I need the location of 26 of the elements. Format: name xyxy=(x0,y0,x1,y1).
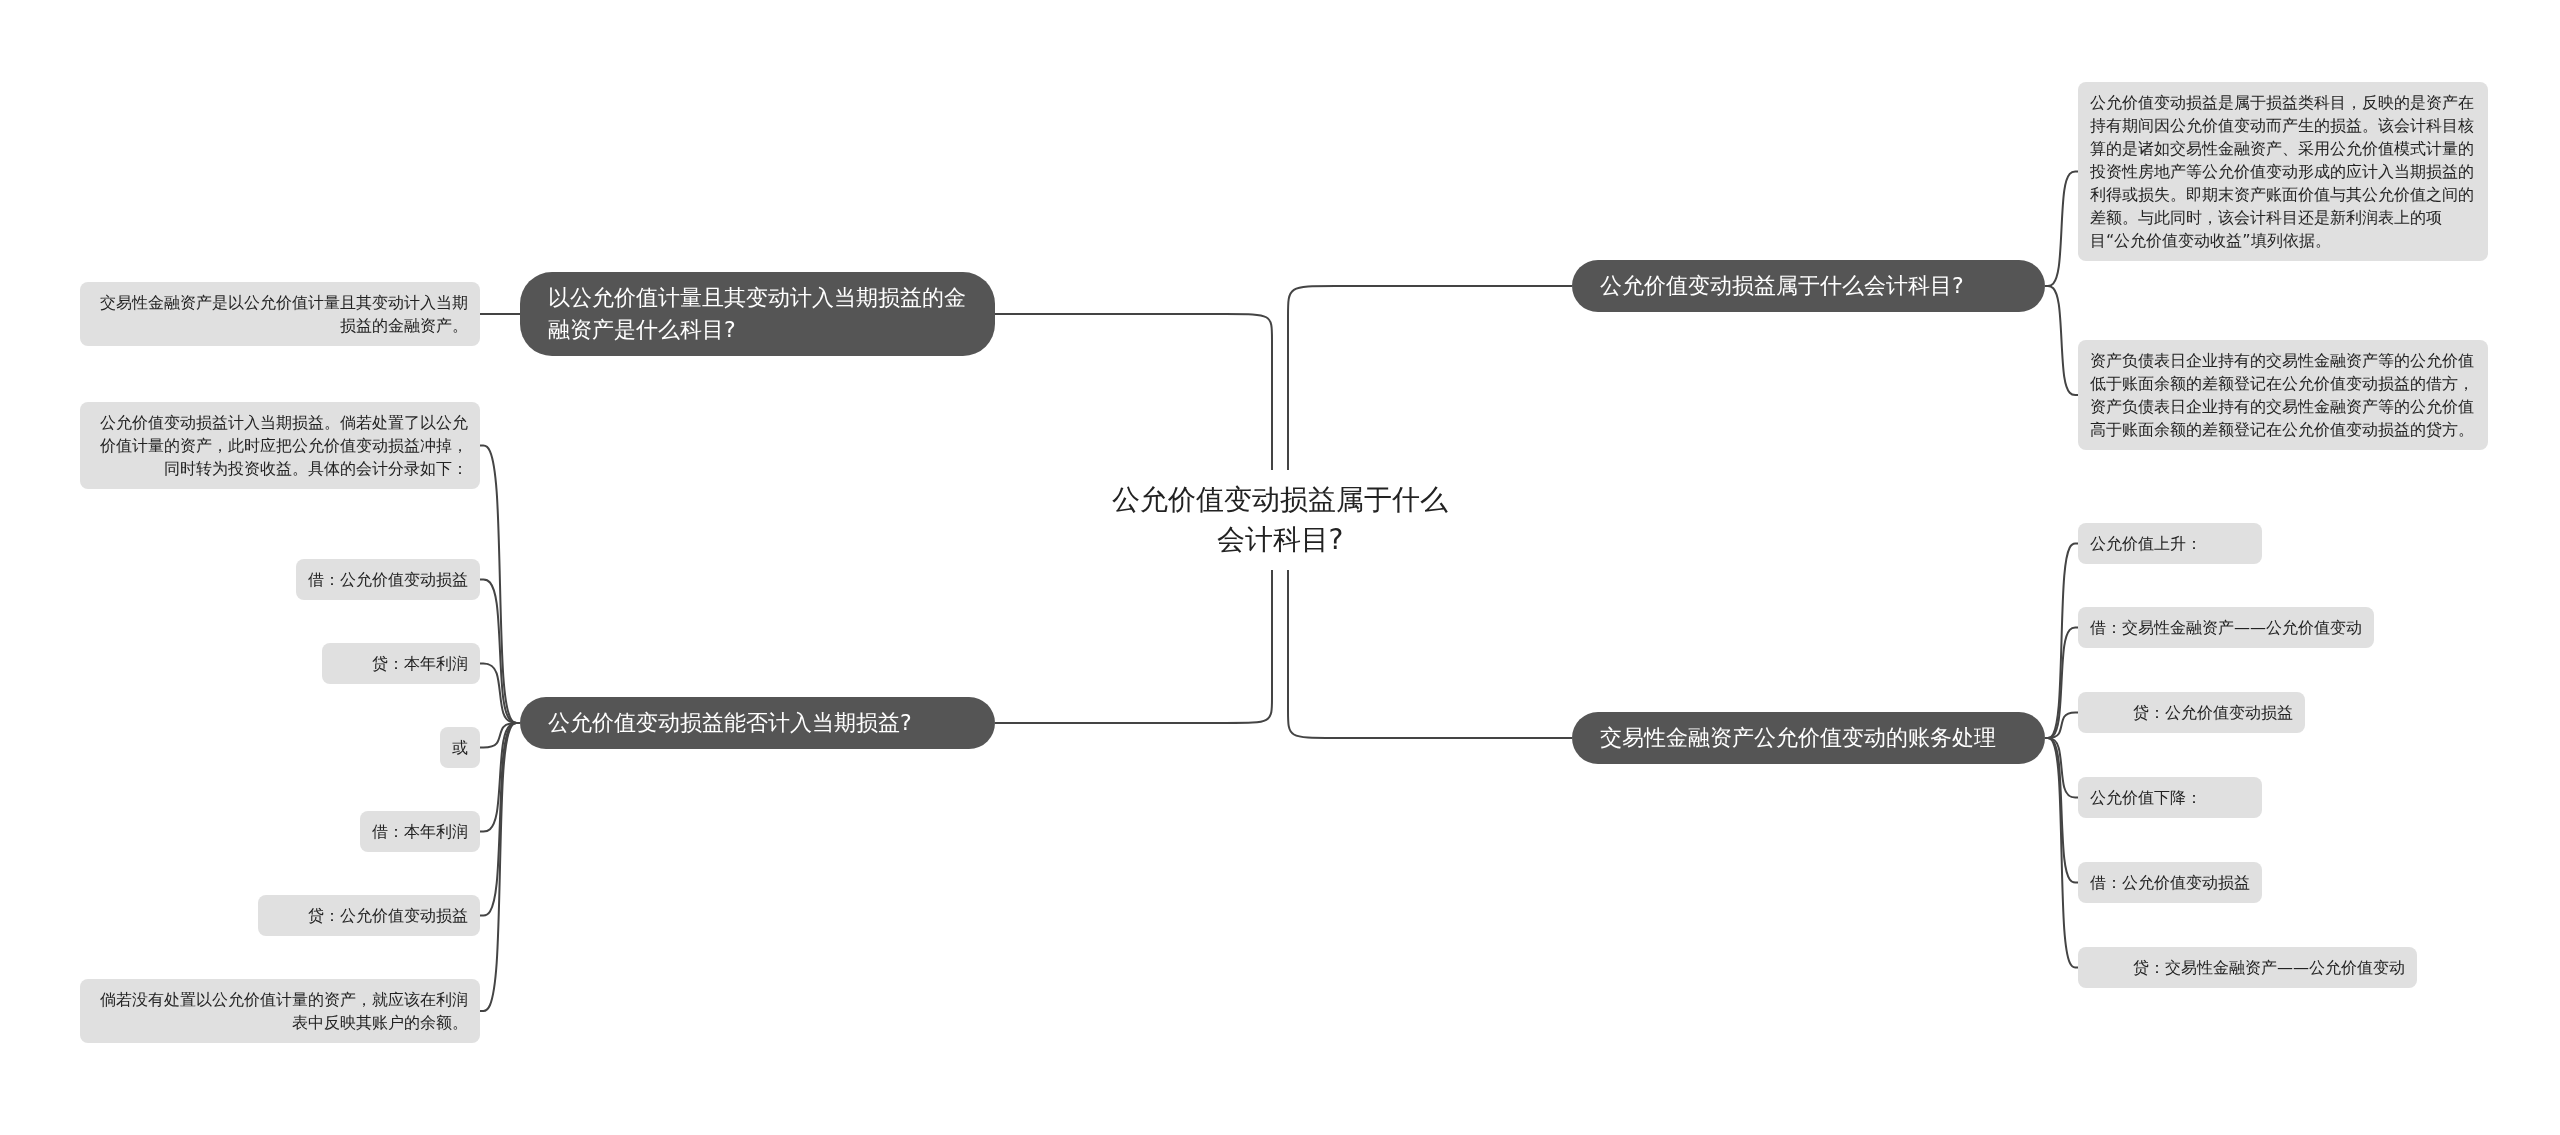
connector-line xyxy=(994,313,1273,471)
note-card: 借：公允价值变动损益 xyxy=(2078,862,2262,903)
note-card: 公允价值上升： xyxy=(2078,523,2262,564)
topic-pill: 以公允价值计量且其变动计入当期损益的金融资产是什么科目? xyxy=(520,272,995,356)
note-card: 贷：交易性金融资产——公允价值变动 xyxy=(2078,947,2417,988)
note-card: 资产负债表日企业持有的交易性金融资产等的公允价值低于账面余额的差额登记在公允价值变动损益的借方，资产负债表日企业持有的交易性金融资产等的公允价值高于账面余额的差额登记在公允价值变动损益的贷方。 xyxy=(2078,340,2488,450)
central-topic: 公允价值变动损益属于什么会计科目? xyxy=(1110,470,1450,570)
note-card: 贷：公允价值变动损益 xyxy=(258,895,480,936)
topic-pill: 公允价值变动损益属于什么会计科目? xyxy=(1572,260,2045,312)
connector-line xyxy=(479,313,521,315)
note-card: 公允价值变动损益计入当期损益。倘若处置了以公允价值计量的资产，此时应把公允价值变动损益冲掉，同时转为投资收益。具体的会计分录如下： xyxy=(80,402,480,489)
note-card: 或 xyxy=(440,727,480,768)
note-card: 公允价值变动损益是属于损益类科目，反映的是资产在持有期间因公允价值变动而产生的损益。该会计科目核算的是诸如交易性金融资产、采用公允价值模式计量的投资性房地产等公允价值变动形成的应计入当期损益的利得或损失。即期末资产账面价值与其公允价值之间的差额。与此同时，该会计科目还是新利润表上的项目“公允价值变动收益”填列依据。 xyxy=(2078,82,2488,261)
topic-pill: 公允价值变动损益能否计入当期损益? xyxy=(520,697,995,749)
note-card: 交易性金融资产是以公允价值计量且其变动计入当期损益的金融资产。 xyxy=(80,282,480,346)
note-card: 借：公允价值变动损益 xyxy=(296,559,480,600)
topic-pill: 交易性金融资产公允价值变动的账务处理 xyxy=(1572,712,2045,764)
note-card: 借：交易性金融资产——公允价值变动 xyxy=(2078,607,2374,648)
connector-line xyxy=(994,569,1273,724)
note-card: 公允价值下降： xyxy=(2078,777,2262,818)
note-card: 借：本年利润 xyxy=(360,811,480,852)
connector-line xyxy=(1287,569,1573,739)
note-card: 贷：本年利润 xyxy=(322,643,480,684)
note-card: 倘若没有处置以公允价值计量的资产，就应该在利润表中反映其账户的余额。 xyxy=(80,979,480,1043)
note-card: 贷：公允价值变动损益 xyxy=(2078,692,2305,733)
connector-line xyxy=(1287,285,1573,471)
